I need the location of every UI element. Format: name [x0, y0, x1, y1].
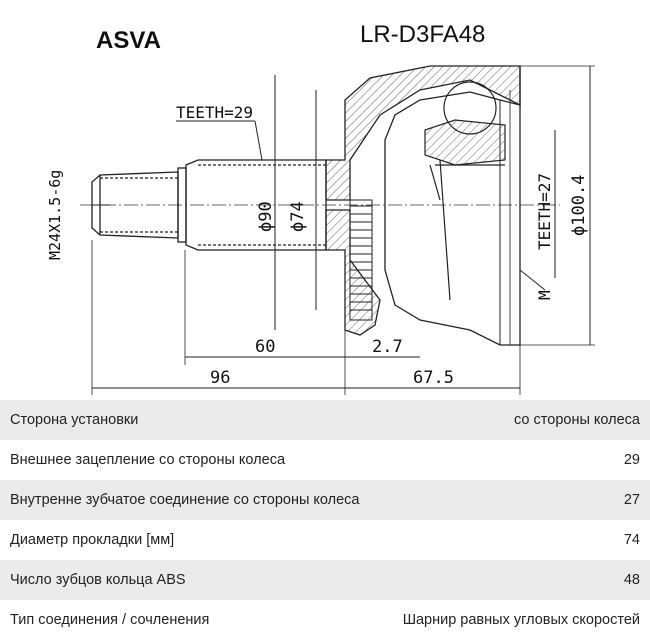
- spec-label: Тип соединения / сочленения: [10, 612, 210, 628]
- spec-value: 74: [623, 532, 640, 548]
- m-label: M: [535, 290, 554, 300]
- spec-label: Внутренне зубчатое соединение со стороны…: [10, 492, 360, 508]
- spec-row: Число зубцов кольца ABS 48: [0, 560, 650, 600]
- teeth-inner-label: TEETH=27: [535, 173, 554, 250]
- cv-joint-drawing: ASVA LR-D3FA48: [46, 21, 595, 395]
- spec-row: Сторона установки со стороны колеса: [0, 400, 650, 440]
- spec-label: Внешнее зацепление со стороны колеса: [10, 452, 286, 468]
- spec-label: Число зубцов кольца ABS: [10, 572, 186, 588]
- abs-ring: [349, 199, 373, 321]
- brand-label: ASVA: [96, 27, 161, 54]
- spec-row: Диаметр прокладки [мм] 74: [0, 520, 650, 560]
- dia-100-label: ϕ100.4: [569, 175, 589, 236]
- dim-67-5-label: 67.5: [413, 368, 454, 388]
- spec-value: 27: [623, 492, 640, 508]
- thread-label: M24X1.5-6g: [46, 170, 64, 260]
- spec-row: Внешнее зацепление со стороны колеса 29: [0, 440, 650, 480]
- spec-value: Шарнир равных угловых скоростей: [402, 612, 640, 628]
- dim-2-7-label: 2.7: [372, 337, 403, 357]
- spec-value: 29: [623, 452, 640, 468]
- spec-label: Диаметр прокладки [мм]: [10, 532, 175, 548]
- spec-value: со стороны колеса: [514, 412, 640, 428]
- technical-drawing-svg: ASVA LR-D3FA48: [46, 21, 595, 395]
- spec-value: 48: [623, 572, 640, 588]
- teeth-outer-arrow: [254, 120, 263, 161]
- outer-housing: [325, 65, 521, 346]
- dia-74-label: ϕ74: [288, 201, 308, 232]
- spec-table: Сторона установки со стороны колеса Внеш…: [0, 400, 650, 640]
- spec-label: Сторона установки: [10, 412, 139, 428]
- teeth-outer-label: TEETH=29: [176, 103, 253, 122]
- dim-96-label: 96: [210, 368, 230, 388]
- part-number-label: LR-D3FA48: [360, 21, 485, 48]
- m-leader: [519, 269, 546, 291]
- dim-60-label: 60: [255, 337, 275, 357]
- dia-90-label: ϕ90: [256, 201, 276, 232]
- spec-row: Тип соединения / сочленения Шарнир равны…: [0, 600, 650, 640]
- inner-race: [424, 81, 506, 301]
- spec-row: Внутренне зубчатое соединение со стороны…: [0, 480, 650, 520]
